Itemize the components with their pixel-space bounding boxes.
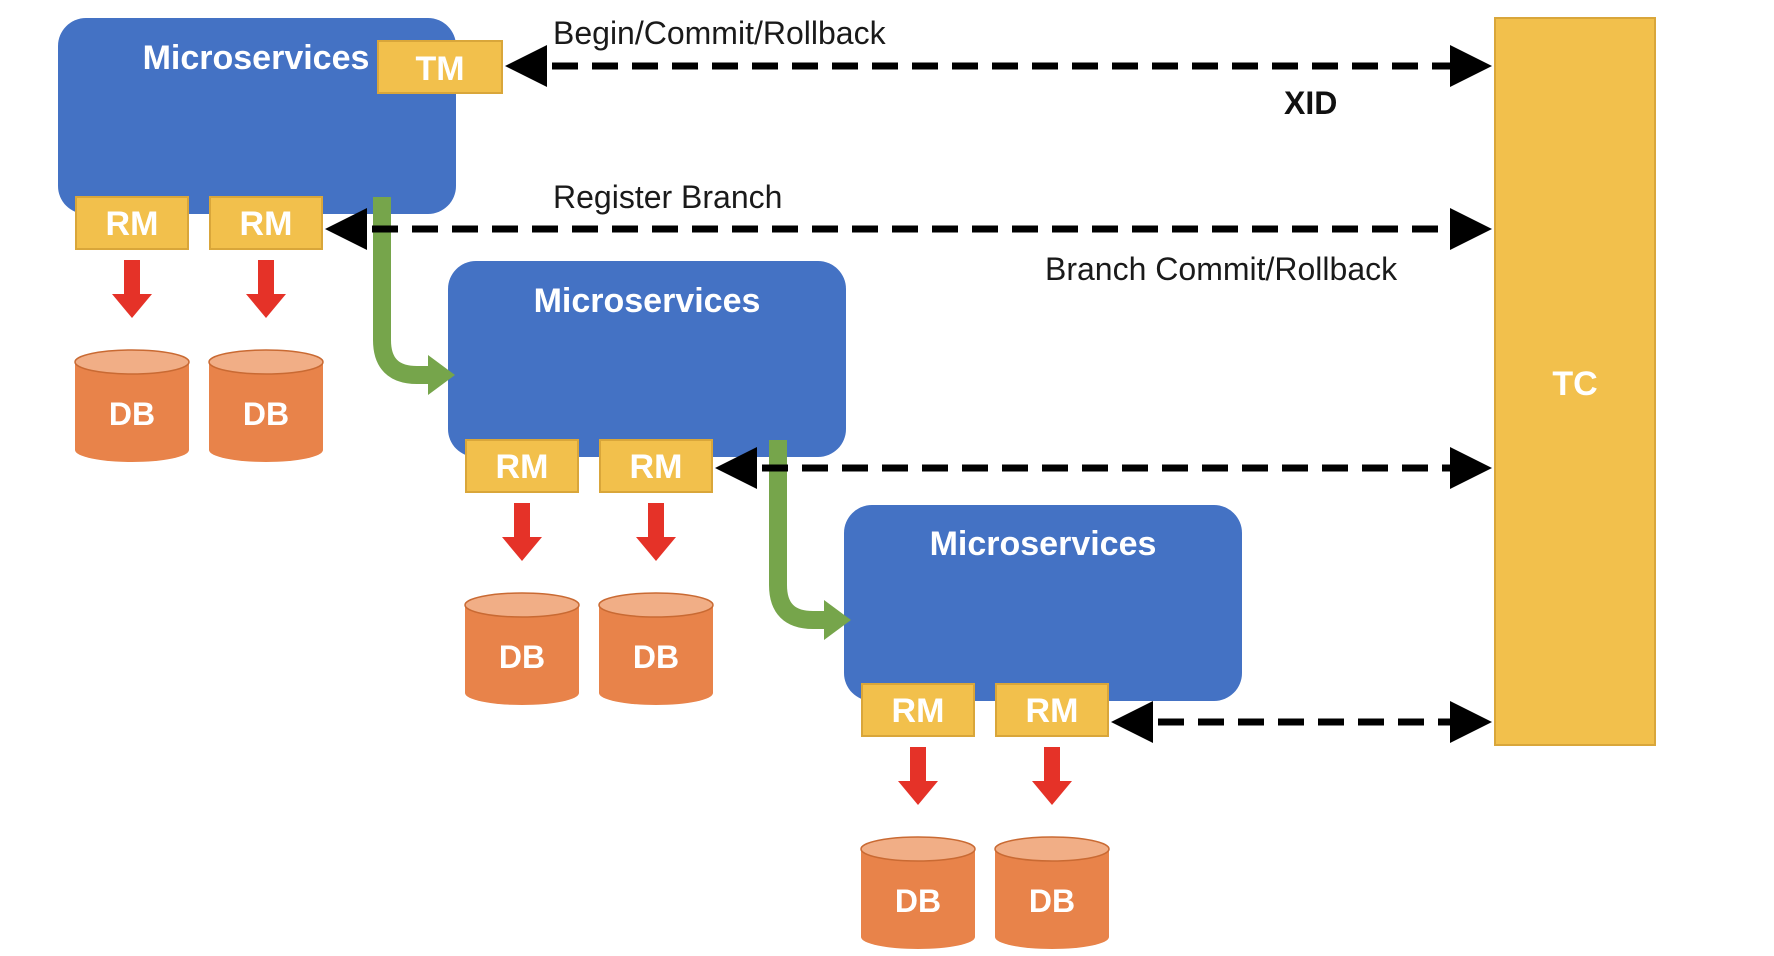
- microservice-2: Microservices: [448, 261, 846, 457]
- write-arrow: [1032, 747, 1072, 805]
- rm-box-3b: RM: [995, 683, 1109, 737]
- write-arrow: [112, 260, 152, 318]
- database-1b: DB: [208, 349, 324, 462]
- rm-box-2a: RM: [465, 439, 579, 493]
- rm-box-1b: RM: [209, 196, 323, 250]
- db-label: DB: [243, 396, 289, 432]
- rm-label: RM: [106, 205, 159, 243]
- database-2b: DB: [598, 592, 714, 705]
- label-branch-commit-rollback: Branch Commit/Rollback: [1045, 251, 1398, 287]
- db-label: DB: [499, 639, 545, 675]
- db-label: DB: [895, 883, 941, 919]
- label-begin-commit-rollback: Begin/Commit/Rollback: [553, 15, 887, 51]
- tc-label: TC: [1552, 365, 1597, 403]
- label-xid: XID: [1284, 85, 1337, 121]
- label-register-branch: Register Branch: [553, 179, 782, 215]
- microservice-1: Microservices: [58, 18, 456, 214]
- rm-label: RM: [630, 448, 683, 486]
- database-3b: DB: [994, 836, 1110, 949]
- rm-box-3a: RM: [861, 683, 975, 737]
- microservice-3-label: Microservices: [930, 525, 1157, 563]
- rm-box-1a: RM: [75, 196, 189, 250]
- rm-box-2b: RM: [599, 439, 713, 493]
- flow-arrow-2-to-3: [769, 440, 851, 640]
- rm-label: RM: [496, 448, 549, 486]
- database-2a: DB: [464, 592, 580, 705]
- microservice-2-label: Microservices: [534, 282, 761, 320]
- db-label: DB: [1029, 883, 1075, 919]
- tm-label: TM: [415, 50, 464, 88]
- microservice-3: Microservices: [844, 505, 1242, 701]
- write-arrow: [636, 503, 676, 561]
- db-label: DB: [109, 396, 155, 432]
- db-label: DB: [633, 639, 679, 675]
- tm-box: TM: [377, 40, 503, 94]
- write-arrow: [898, 747, 938, 805]
- database-3a: DB: [860, 836, 976, 949]
- rm-label: RM: [1026, 692, 1079, 730]
- write-arrow: [246, 260, 286, 318]
- rm-label: RM: [240, 205, 293, 243]
- tc-block: TC: [1494, 17, 1656, 746]
- microservice-1-label: Microservices: [143, 39, 370, 77]
- rm-label: RM: [892, 692, 945, 730]
- database-1a: DB: [74, 349, 190, 462]
- write-arrow: [502, 503, 542, 561]
- flow-arrow-1-to-2: [373, 197, 455, 395]
